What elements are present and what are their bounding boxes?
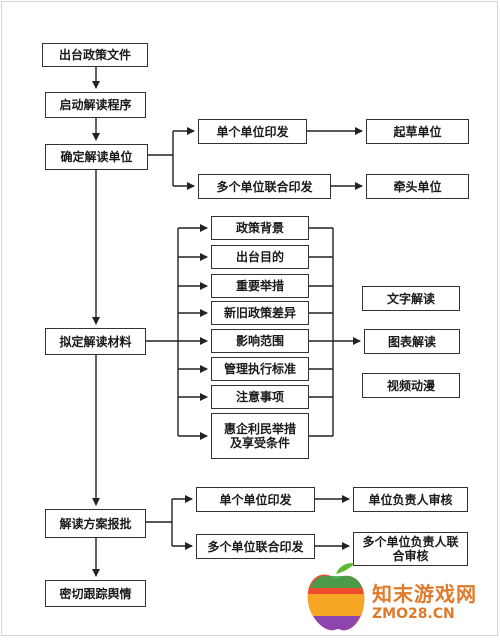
node-approve-plan: 解读方案报批 — [45, 509, 146, 538]
node-material-background: 政策背景 — [211, 216, 309, 240]
node-multi-unit-issue: 多个单位联合印发 — [198, 174, 331, 199]
node-material-purpose: 出台目的 — [211, 245, 309, 269]
node-single-unit-issue: 单个单位印发 — [198, 119, 307, 144]
node-material-standards: 管理执行标准 — [211, 357, 309, 381]
watermark-domain: ZMO28.CN — [372, 606, 455, 622]
node-material-benefits: 惠企利民举措及享受条件 — [211, 413, 309, 459]
node-format-video: 视频动漫 — [362, 373, 460, 398]
node-material-scope: 影响范围 — [211, 329, 309, 353]
node-start-procedure: 启动解读程序 — [45, 92, 146, 118]
node-draft-materials: 拟定解读材料 — [45, 328, 146, 355]
node-material-notes: 注意事项 — [211, 385, 309, 409]
node-determine-unit: 确定解读单位 — [45, 144, 148, 170]
node-format-text: 文字解读 — [362, 286, 460, 311]
watermark-brand: 知末游戏网 — [372, 582, 477, 606]
node-material-policy-diff: 新旧政策差异 — [211, 301, 309, 325]
node-approve-multi: 多个单位联合印发 — [196, 534, 315, 559]
node-drafting-unit: 起草单位 — [366, 119, 469, 144]
node-material-key-measures: 重要举措 — [211, 274, 309, 298]
watermark: 知末游戏网 ZMO28.CN — [300, 560, 496, 636]
apple-logo-icon — [307, 563, 365, 631]
node-approve-single: 单个单位印发 — [196, 487, 315, 512]
node-single-head-review: 单位负责人审核 — [353, 487, 468, 512]
node-lead-unit: 牵头单位 — [366, 174, 469, 199]
node-format-chart: 图表解读 — [364, 329, 460, 354]
node-track-opinion: 密切跟踪舆情 — [45, 580, 146, 607]
node-issue-policy: 出台政策文件 — [42, 43, 148, 67]
node-multi-head-review: 多个单位负责人联合审核 — [353, 532, 468, 566]
